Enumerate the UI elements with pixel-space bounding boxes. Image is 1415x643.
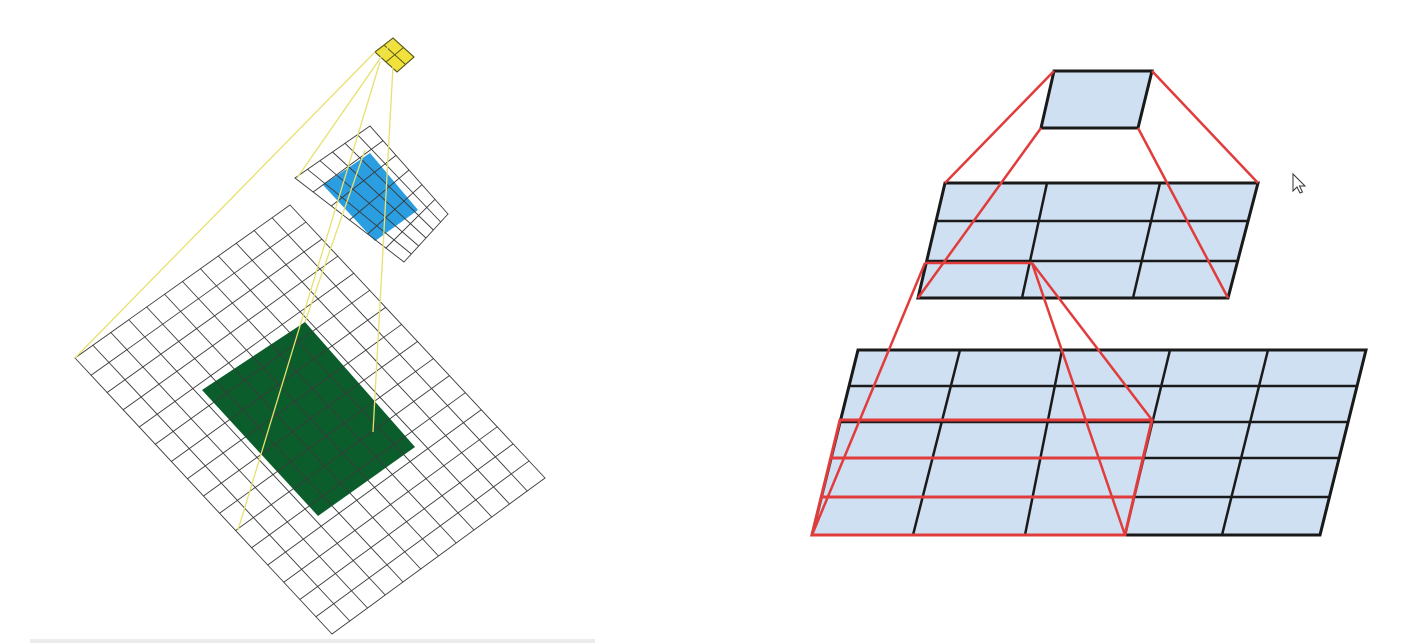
yellow-projection-lines xyxy=(74,39,394,531)
input-grid-row-line xyxy=(271,217,528,492)
middle-grid-col-line xyxy=(1020,182,1049,299)
input-grid-row-line xyxy=(253,230,510,505)
input-grid-row-line xyxy=(92,344,351,622)
input-layer xyxy=(74,204,546,635)
output-grid-row-line xyxy=(392,37,415,58)
blue-feature-patch xyxy=(323,153,418,241)
bottom-grid-col-line xyxy=(1220,349,1270,536)
input-grid-row-line xyxy=(289,204,546,479)
input-grid-row-line xyxy=(110,332,368,609)
middle-grid-row-line xyxy=(307,168,412,255)
yellow-projection-line xyxy=(296,39,394,179)
middle-grid-row-line xyxy=(369,125,449,215)
input-grid-row-line xyxy=(199,268,457,544)
bottom-grid-col-line xyxy=(1023,349,1064,536)
red-projection-line xyxy=(944,70,1055,184)
input-grid-row-line xyxy=(164,293,422,570)
middle-grid-row-line xyxy=(344,142,434,231)
top-layer-cell xyxy=(1039,69,1154,130)
input-grid-row-line xyxy=(182,281,439,557)
video-progress-strip xyxy=(30,639,595,643)
bottom-layer xyxy=(810,348,1368,537)
red-projection-line xyxy=(1151,70,1259,184)
mouse-pointer-icon xyxy=(1292,172,1307,194)
middle-grid-row-line xyxy=(294,177,405,263)
output-layer xyxy=(374,37,415,73)
input-grid-row-line xyxy=(128,319,386,596)
input-grid-row-line xyxy=(146,306,404,583)
middle-grid-row-line xyxy=(319,160,420,247)
middle-layer xyxy=(294,125,449,263)
receptive-field-perspective-diagram xyxy=(810,69,1368,537)
top-layer xyxy=(1039,69,1154,130)
middle-grid-row-line xyxy=(357,134,442,223)
red-projection-line xyxy=(810,262,927,536)
yellow-projection-line xyxy=(237,61,381,531)
input-grid-row-line xyxy=(235,242,493,518)
middle-grid-col-line xyxy=(1131,182,1162,299)
red-projection-line xyxy=(1136,127,1230,299)
bottom-grid-col-line xyxy=(911,349,962,536)
middle-layer xyxy=(916,181,1260,300)
receptive-field-oblique-diagram xyxy=(74,37,546,635)
yellow-projection-line xyxy=(304,149,366,323)
red-projection-lines xyxy=(810,70,1259,536)
red-projection-line xyxy=(916,127,1043,299)
red-projection-line xyxy=(1030,262,1127,536)
yellow-projection-line xyxy=(372,65,394,433)
input-grid-row-line xyxy=(74,357,333,635)
red-projection-line xyxy=(1031,262,1153,421)
bottom-layer-plane xyxy=(810,348,1368,537)
bottom-grid-col-line xyxy=(1318,349,1368,536)
yellow-projection-line xyxy=(74,51,376,359)
input-grid-row-line xyxy=(217,255,475,531)
middle-layer-plane xyxy=(916,181,1260,300)
